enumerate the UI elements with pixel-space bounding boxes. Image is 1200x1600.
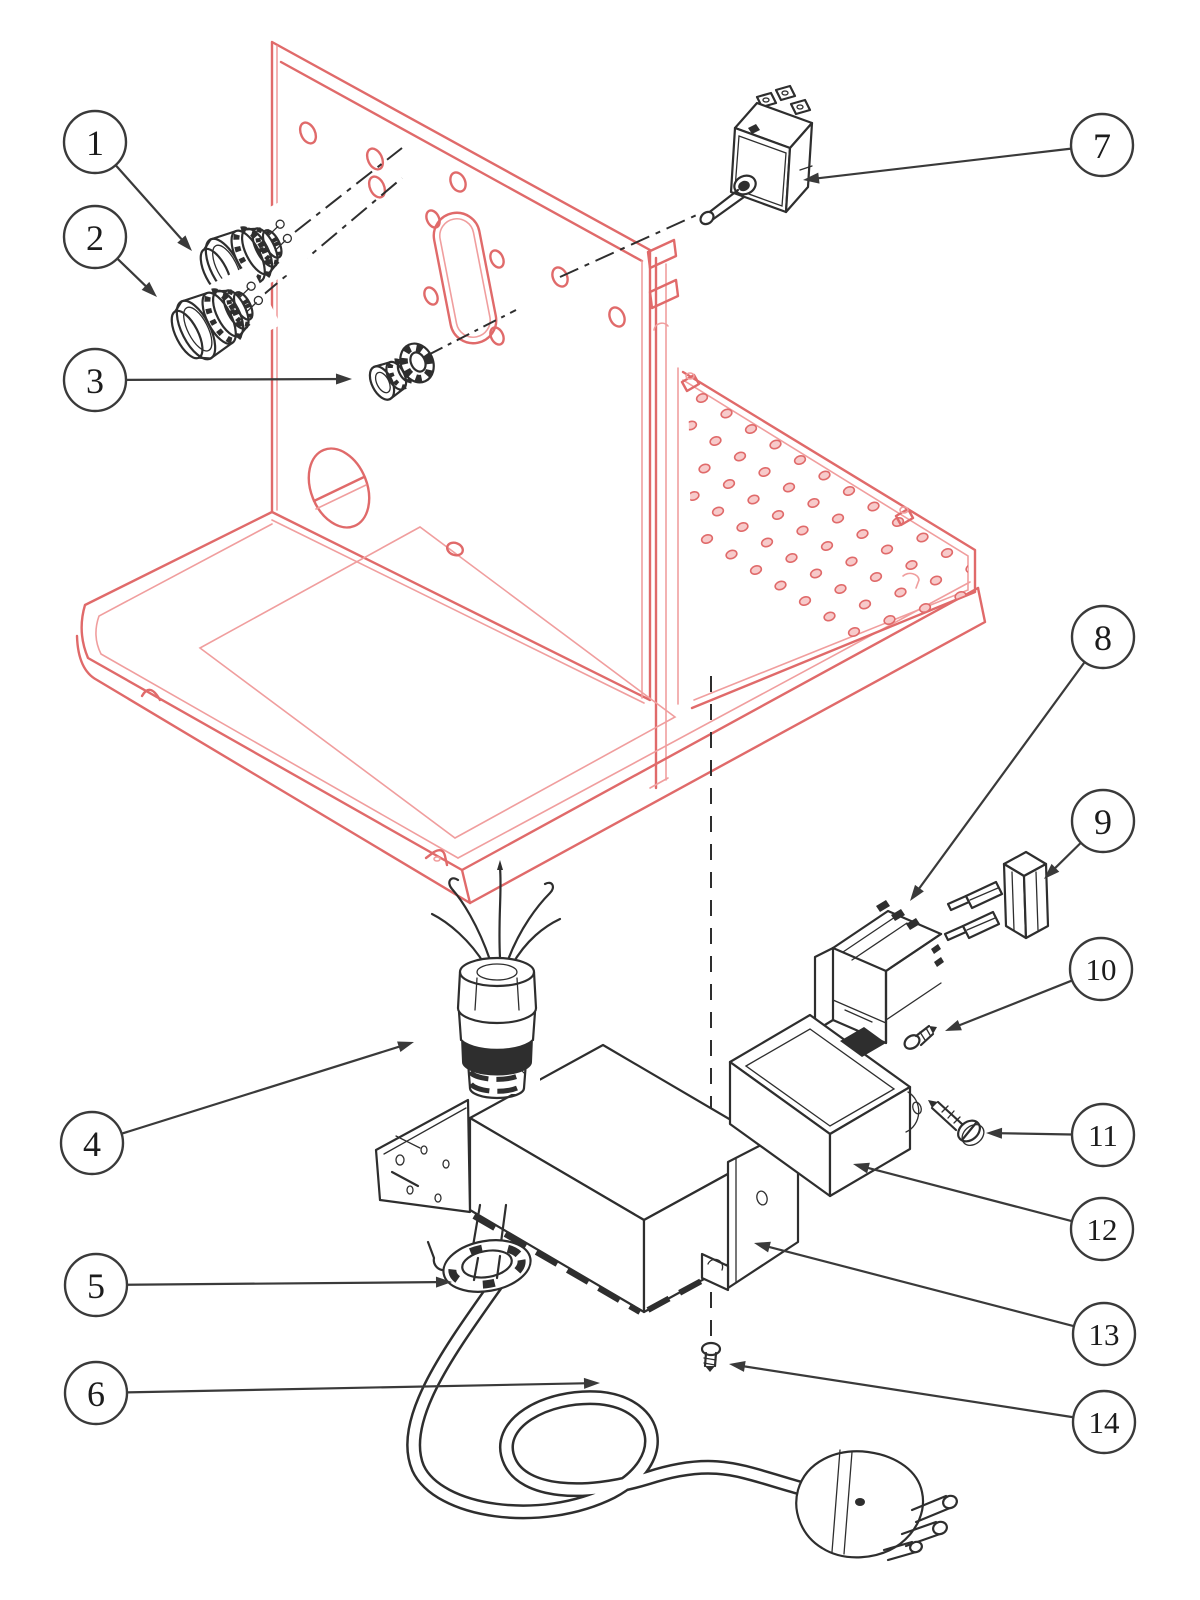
- callout-number-12: 12: [1087, 1212, 1118, 1247]
- leader-line-6: [126, 1381, 597, 1394]
- chassis: [75, 40, 987, 905]
- chassis-base-tray: [75, 510, 987, 905]
- part-control-module: [728, 1013, 922, 1198]
- callout-number-10: 10: [1086, 952, 1117, 987]
- callout-number-8: 8: [1094, 618, 1112, 658]
- connector-cutout: [432, 211, 498, 345]
- leader-arrow-3: [335, 373, 352, 385]
- callout-circle-3: [62, 347, 128, 413]
- part-transformer: [374, 1043, 800, 1315]
- knurled-washer: [399, 342, 435, 384]
- callout-circle-9: [1070, 788, 1136, 854]
- chassis-back-panel: [270, 40, 680, 790]
- callout-circle-2: [62, 204, 128, 270]
- callout-circle-4: [59, 1110, 125, 1176]
- callout-7: 7: [803, 112, 1135, 184]
- leader-arrow-4: [397, 1041, 414, 1053]
- callout-13: 13: [754, 1241, 1137, 1367]
- oval-passthrough: [307, 447, 371, 529]
- part-toggle-switch: [699, 84, 814, 226]
- leader-line-11: [989, 1131, 1073, 1136]
- leader-line-3: [125, 377, 349, 381]
- transformer-bracket-plate: [374, 1098, 472, 1214]
- alignment-guides: [261, 147, 712, 1342]
- centerline-bushing: [429, 309, 517, 355]
- callout-14: 14: [729, 1361, 1137, 1455]
- part-screw-11: [928, 1100, 985, 1146]
- callout-10: 10: [945, 936, 1134, 1031]
- leader-arrow-2: [141, 281, 157, 297]
- leader-line-1: [114, 164, 191, 249]
- callout-number-2: 2: [86, 218, 104, 258]
- callout-6: 6: [63, 1360, 600, 1426]
- leader-arrow-10: [945, 1019, 962, 1031]
- leader-arrow-9: [1044, 863, 1060, 879]
- callout-9: 9: [1044, 788, 1136, 879]
- callout-8: 8: [910, 604, 1136, 901]
- plug-prongs: [882, 1494, 958, 1562]
- callout-number-5: 5: [87, 1266, 105, 1306]
- leader-line-7: [806, 147, 1072, 181]
- callout-11: 11: [986, 1102, 1136, 1168]
- part-mounting-bracket: [700, 1124, 800, 1292]
- callout-2: 2: [62, 204, 157, 297]
- leader-arrow-5: [435, 1276, 452, 1288]
- callout-circle-7: [1069, 112, 1135, 178]
- leader-arrow-14: [729, 1361, 746, 1372]
- leader-line-10: [948, 979, 1073, 1031]
- leader-arrow-12: [853, 1162, 870, 1174]
- chassis-perforated-plate: [680, 370, 977, 710]
- callout-number-3: 3: [86, 361, 104, 401]
- panel-holes: [298, 121, 626, 346]
- callout-3: 3: [62, 347, 352, 413]
- callout-number-6: 6: [87, 1374, 105, 1414]
- part-screw-10: [903, 1024, 937, 1050]
- callout-5: 5: [63, 1252, 452, 1318]
- part-grommet: [442, 1239, 532, 1293]
- callout-number-11: 11: [1088, 1118, 1118, 1153]
- part-cable-gland: [430, 860, 562, 1100]
- callout-number-14: 14: [1089, 1405, 1121, 1440]
- callout-number-4: 4: [83, 1124, 101, 1164]
- leader-line-13: [757, 1242, 1075, 1328]
- part-fuse-holder: [943, 850, 1050, 942]
- leader-line-5: [126, 1280, 449, 1286]
- part-plug: [795, 1449, 958, 1562]
- callout-number-9: 9: [1094, 802, 1112, 842]
- centerline-switch: [559, 212, 702, 278]
- leader-arrow-8: [910, 884, 924, 901]
- leader-line-8: [911, 661, 1086, 899]
- centerline-button-1: [294, 147, 403, 233]
- callout-1: 1: [62, 109, 192, 251]
- callout-number-13: 13: [1089, 1317, 1120, 1352]
- leader-arrow-6: [583, 1377, 600, 1389]
- callout-number-1: 1: [86, 123, 104, 163]
- part-relay: [803, 900, 944, 1051]
- callout-12: 12: [853, 1162, 1135, 1262]
- callout-circle-6: [63, 1360, 129, 1426]
- callout-circle-8: [1070, 604, 1136, 670]
- part-screw-14: [700, 1341, 722, 1372]
- callout-circle-14: [1071, 1389, 1137, 1455]
- part-cord-assembly: [406, 1203, 958, 1562]
- leader-arrow-13: [754, 1241, 771, 1253]
- callout-circle-11: [1070, 1102, 1136, 1168]
- centerline-button-2: [261, 177, 403, 297]
- callout-number-7: 7: [1093, 126, 1111, 166]
- callout-circle-12: [1069, 1196, 1135, 1262]
- leader-line-4: [121, 1042, 411, 1135]
- callout-circle-5: [63, 1252, 129, 1318]
- callout-circle-13: [1071, 1301, 1137, 1367]
- callout-circle-1: [62, 109, 128, 175]
- callout-4: 4: [59, 1041, 414, 1176]
- callout-circle-10: [1068, 936, 1134, 1002]
- leader-arrow-11: [986, 1127, 1003, 1139]
- leader-line-12: [856, 1163, 1073, 1223]
- leader-arrow-7: [803, 172, 820, 184]
- leader-arrow-1: [177, 235, 192, 251]
- part-bushing-washer: [360, 342, 435, 408]
- leader-line-14: [732, 1363, 1074, 1419]
